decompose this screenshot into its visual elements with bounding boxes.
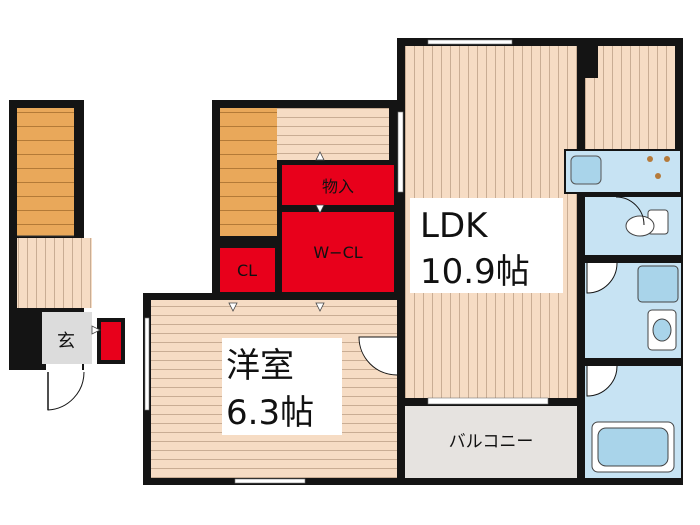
- ldk-name: LDK: [420, 206, 489, 246]
- stove-burner-icon: [664, 156, 670, 162]
- ldk-size: 10.9帖: [420, 252, 530, 292]
- genkan-label: 玄: [57, 331, 75, 352]
- closet-cl: [220, 248, 275, 292]
- wash-basin-icon: [652, 318, 672, 342]
- bathtub-icon: [597, 427, 669, 467]
- ldk-label-box: [410, 198, 563, 293]
- main-unit: LDK 10.9帖 バルコニー 物入 W−CL CL 洋室 6.3帖: [91, 38, 683, 485]
- genkan-floor: [42, 312, 92, 364]
- window-west: [144, 317, 150, 411]
- bathroom-door: [586, 365, 618, 397]
- wcl-label: W−CL: [313, 243, 362, 262]
- yoshitsu-label-box: [222, 338, 342, 435]
- yoshitsu-size: 6.3帖: [226, 393, 314, 433]
- toilet-door: [615, 196, 645, 226]
- cl-label: CL: [237, 261, 257, 280]
- window-south: [234, 478, 306, 484]
- balcony-label: バルコニー: [449, 432, 534, 452]
- window-hall: [397, 111, 404, 193]
- entrance-door: [47, 371, 85, 411]
- balcony-floor: [405, 406, 577, 478]
- window-north: [427, 39, 513, 45]
- yoshitsu-door: [358, 336, 398, 376]
- sink-icon: [570, 155, 602, 185]
- monoire-closet: [282, 165, 394, 205]
- stove-burner-icon: [655, 173, 661, 179]
- entrance-hall-floor: [17, 238, 92, 308]
- stove-burner-icon: [647, 156, 653, 162]
- washer-pan-icon: [637, 265, 679, 303]
- monoire-label: 物入: [322, 177, 354, 196]
- yoshitsu-name: 洋室: [226, 346, 294, 386]
- entrance-stairs: [17, 108, 74, 236]
- walk-in-closet: [282, 212, 394, 292]
- window-balcony: [427, 397, 549, 405]
- entrance-block: 玄: [9, 100, 125, 411]
- hall-floor: [277, 108, 389, 160]
- kitchen-floor: [585, 46, 675, 151]
- washroom-door: [586, 262, 618, 294]
- interior-stairs: [220, 108, 277, 236]
- shoe-closet: [101, 322, 121, 360]
- toilet-icon: [625, 215, 655, 237]
